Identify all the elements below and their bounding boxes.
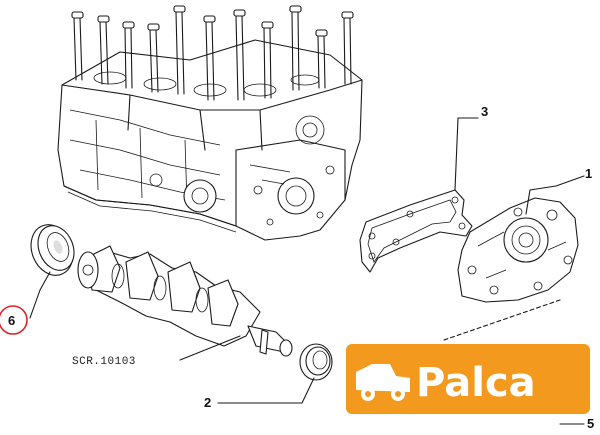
leader-line-3 <box>454 117 479 191</box>
palca-logo: Palca <box>346 344 590 414</box>
scr-reference-label: SCR.10103 <box>72 356 136 368</box>
leader-lines <box>29 117 585 425</box>
callout-6: 6 <box>8 313 15 328</box>
callout-3: 3 <box>481 104 488 119</box>
gasket-part-3 <box>359 189 473 273</box>
truck-icon <box>356 364 410 401</box>
leader-line-1-tail <box>555 175 585 187</box>
dashed-guide-1 <box>443 299 561 341</box>
callout-1: 1 <box>585 166 592 181</box>
callout-5: 5 <box>587 416 594 431</box>
rear-crankshaft-seal-part-6 <box>30 224 75 276</box>
leader-line-2 <box>217 377 315 404</box>
logo-background <box>346 344 590 414</box>
front-crankshaft-seal-part-2 <box>299 343 333 381</box>
leader-line-6 <box>29 271 51 319</box>
truck-wheel-hub <box>365 391 371 397</box>
oil-pump-part-1 <box>457 197 579 303</box>
callout-2: 2 <box>204 395 211 410</box>
leader-line-1 <box>525 185 557 215</box>
crankshaft <box>77 245 293 357</box>
engine-block <box>57 39 363 241</box>
callout-6-highlight-circle <box>0 305 28 335</box>
cylinder-head-studs <box>71 5 354 101</box>
truck-wheel-hub <box>395 391 401 397</box>
logo-wordmark: Palca <box>416 360 536 406</box>
leader-line-ref <box>179 335 241 361</box>
